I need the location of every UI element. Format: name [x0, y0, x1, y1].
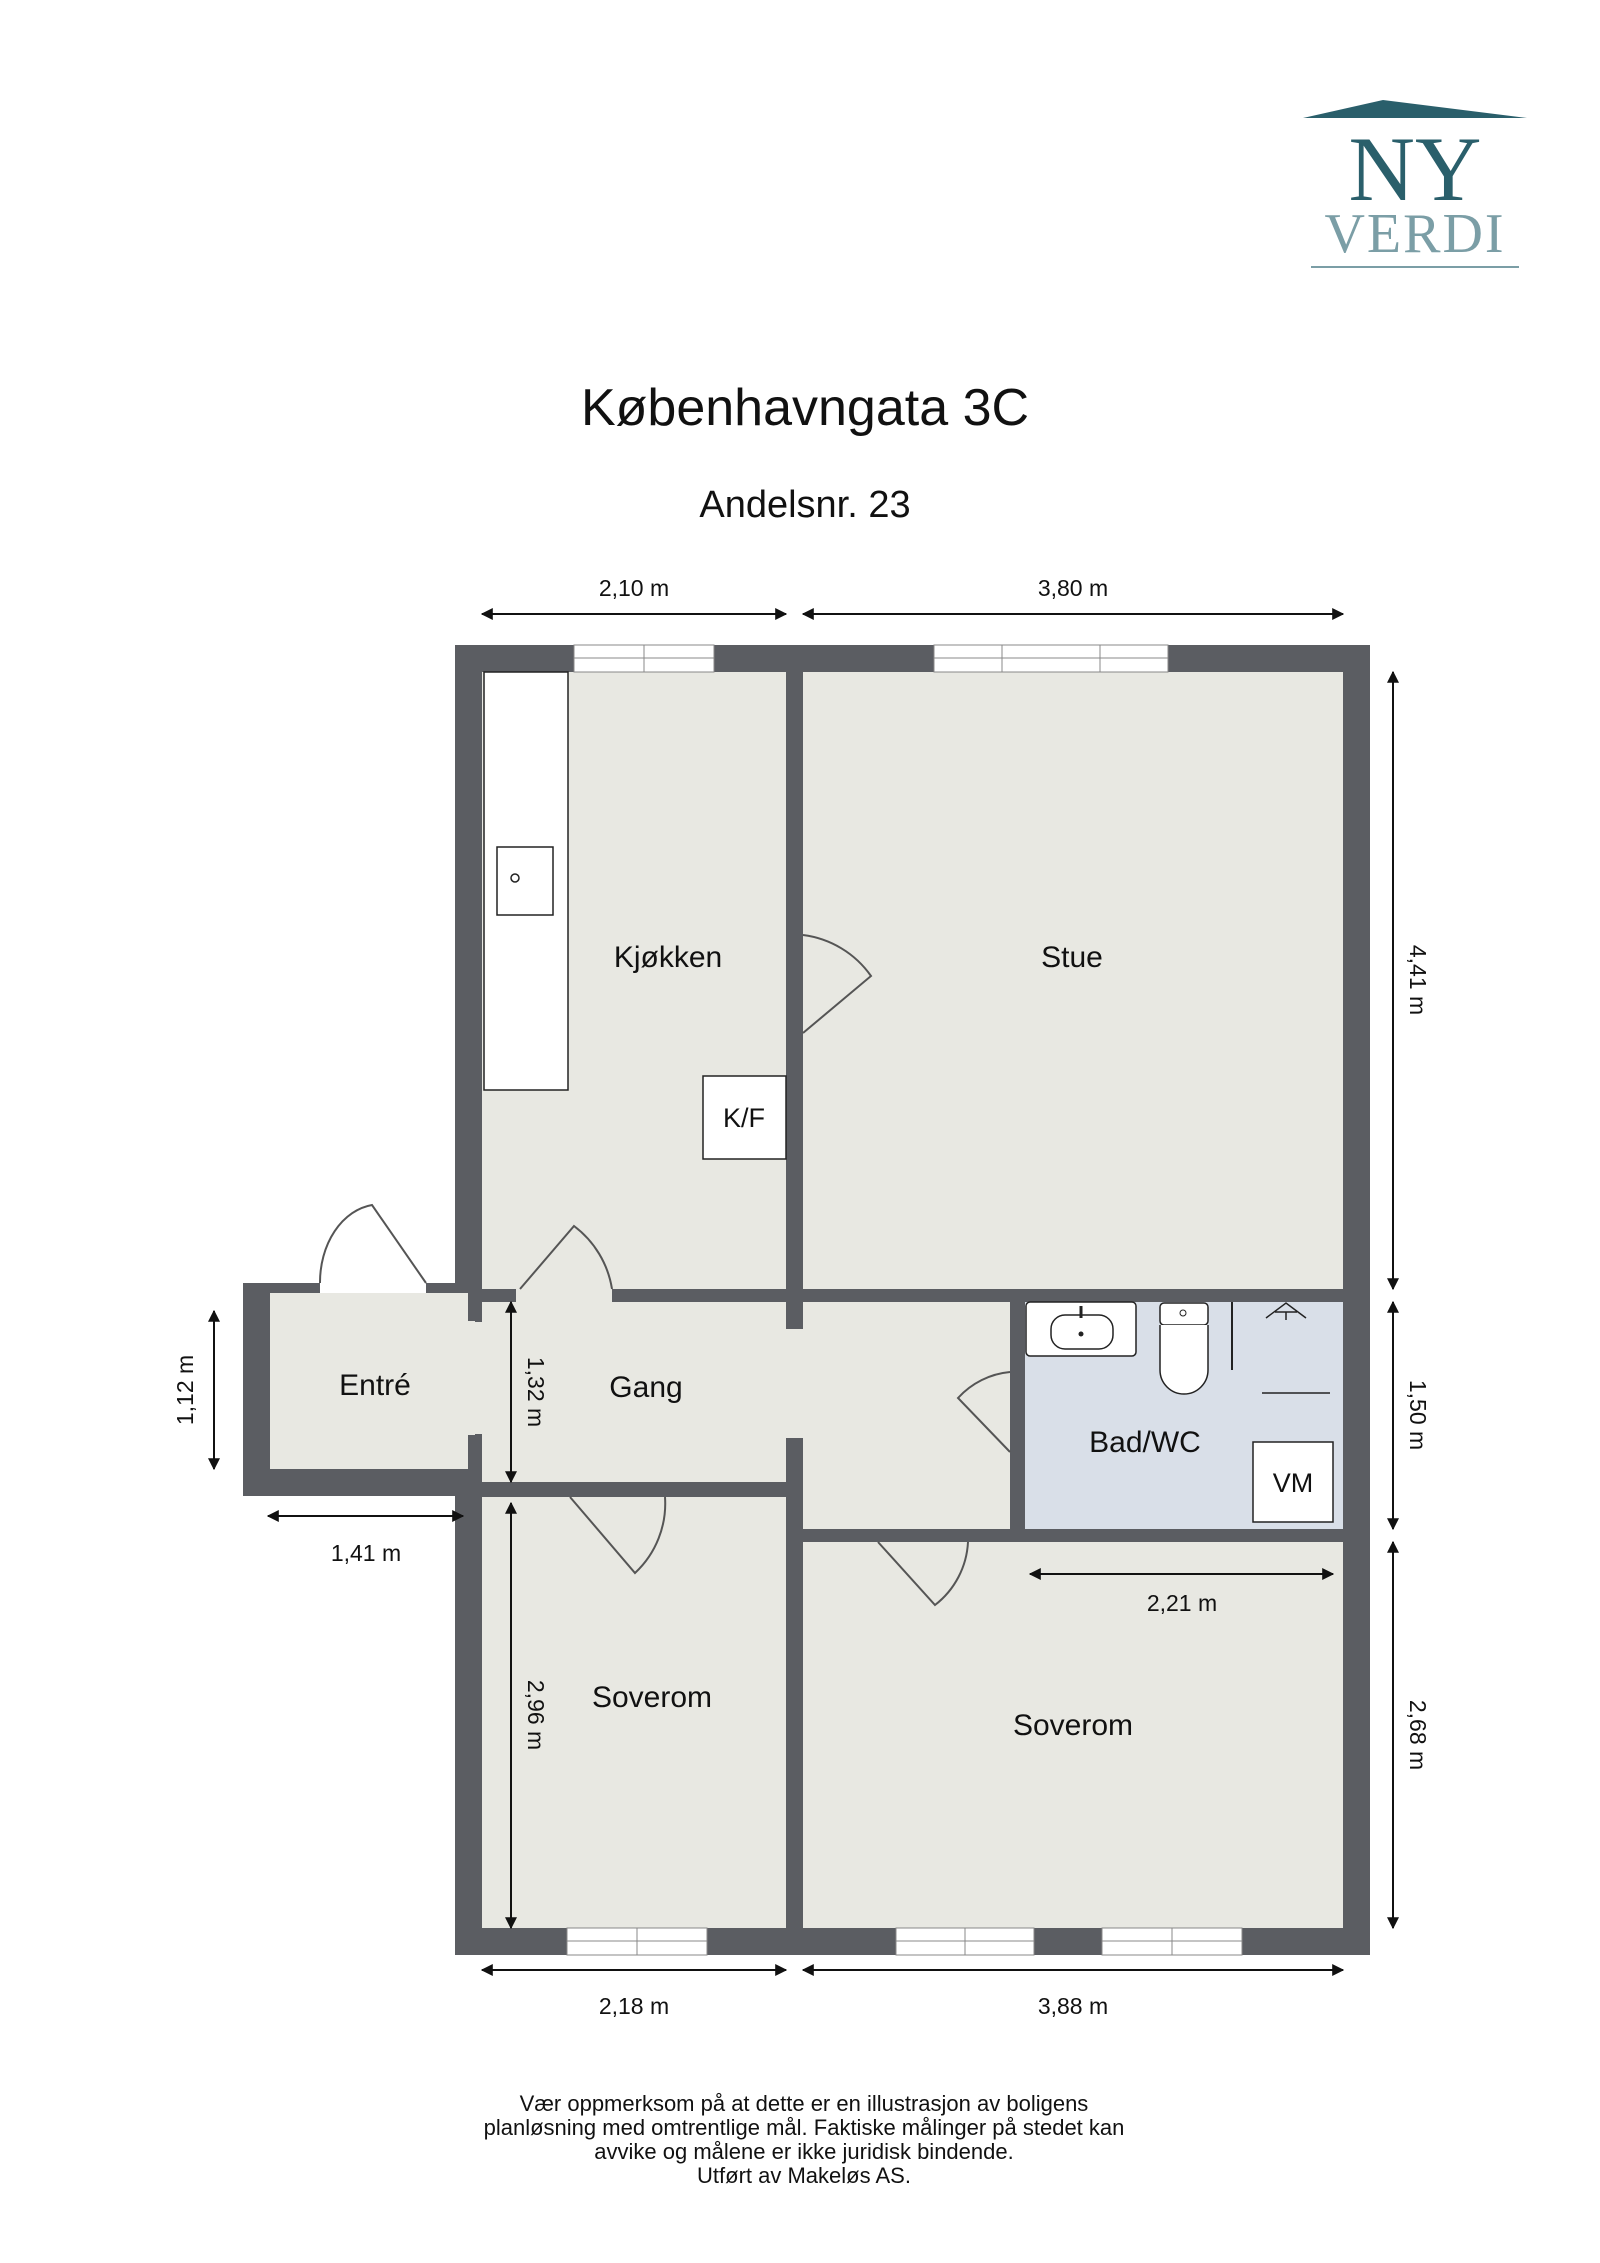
door-bedroom-right	[877, 1541, 969, 1607]
nyverdi-logo: NY VERDI	[1295, 100, 1535, 280]
room-label-bedroom-left: Soverom	[592, 1681, 712, 1714]
shower-head-icon	[1265, 1302, 1307, 1320]
room-label-bathroom: Bad/WC	[1089, 1426, 1201, 1459]
door-entrance-double	[318, 1203, 427, 1284]
room-label-kitchen: Kjøkken	[614, 941, 722, 974]
disclaimer-line-2: planløsning med omtrentlige mål. Faktisk…	[483, 2115, 1125, 2140]
living-floor	[803, 672, 1343, 1289]
dim-entrance-height: 1,12 m	[172, 1355, 198, 1425]
entrance-floor	[270, 1293, 475, 1469]
door-kitchen-living	[802, 934, 873, 1034]
dim-bedroom-left-height: 2,96 m	[523, 1680, 549, 1750]
page-subtitle: Andelsnr. 23	[699, 484, 911, 526]
logo-graphic: NY VERDI	[1303, 100, 1527, 268]
roof-icon	[1303, 100, 1527, 118]
dimension-lines	[208, 608, 1399, 1976]
dim-right-middle: 1,50 m	[1405, 1380, 1431, 1450]
windows	[566, 644, 1243, 1956]
washing-machine-box	[1252, 1441, 1334, 1523]
bedroom-right-floor	[803, 1542, 1343, 1928]
dim-hallway-height: 1,32 m	[523, 1357, 549, 1427]
door-kitchen-hall	[519, 1224, 613, 1290]
room-label-hallway: Gang	[609, 1371, 682, 1404]
dim-right-top: 4,41 m	[1405, 945, 1431, 1015]
room-label-bedroom-right: Soverom	[1013, 1709, 1133, 1742]
disclaimer-line-4: Utført av Makeløs AS.	[697, 2163, 911, 2188]
interior-walls	[468, 672, 1370, 1928]
logo-verdi-text: VERDI	[1324, 203, 1505, 265]
dim-right-bottom: 2,68 m	[1405, 1700, 1431, 1770]
doors	[318, 934, 1011, 1607]
room-label-living: Stue	[1041, 941, 1103, 974]
toilet-icon	[1159, 1302, 1209, 1395]
logo-ny-text: NY	[1349, 118, 1482, 220]
logo-underline	[1311, 266, 1519, 268]
door-bathroom	[956, 1371, 1011, 1453]
dim-top-left: 2,10 m	[599, 575, 669, 601]
room-label-entrance: Entré	[339, 1369, 411, 1402]
fridge-freezer-label: K/F	[723, 1103, 765, 1133]
page-title: Københavngata 3C	[580, 379, 1030, 437]
bedroom-left-floor	[482, 1497, 786, 1928]
fridge-freezer-box	[702, 1075, 787, 1160]
dim-bottom-right: 3,88 m	[1038, 1993, 1108, 2019]
disclaimer-line-3: avvike og målene er ikke juridisk binden…	[594, 2139, 1014, 2164]
dim-top-right: 3,80 m	[1038, 575, 1108, 601]
disclaimer-line-1: Vær oppmerksom på at dette er en illustr…	[519, 2091, 1089, 2116]
stove-icon	[496, 846, 554, 916]
door-bedroom-left	[569, 1496, 667, 1575]
dim-bottom-left: 2,18 m	[599, 1993, 669, 2019]
dim-entrance-width: 1,41 m	[331, 1540, 401, 1566]
disclaimer: Vær oppmerksom på at dette er en illustr…	[0, 2092, 1600, 2188]
washing-machine-label: VM	[1273, 1468, 1314, 1498]
dim-bedroom-right-width: 2,21 m	[1147, 1590, 1217, 1616]
